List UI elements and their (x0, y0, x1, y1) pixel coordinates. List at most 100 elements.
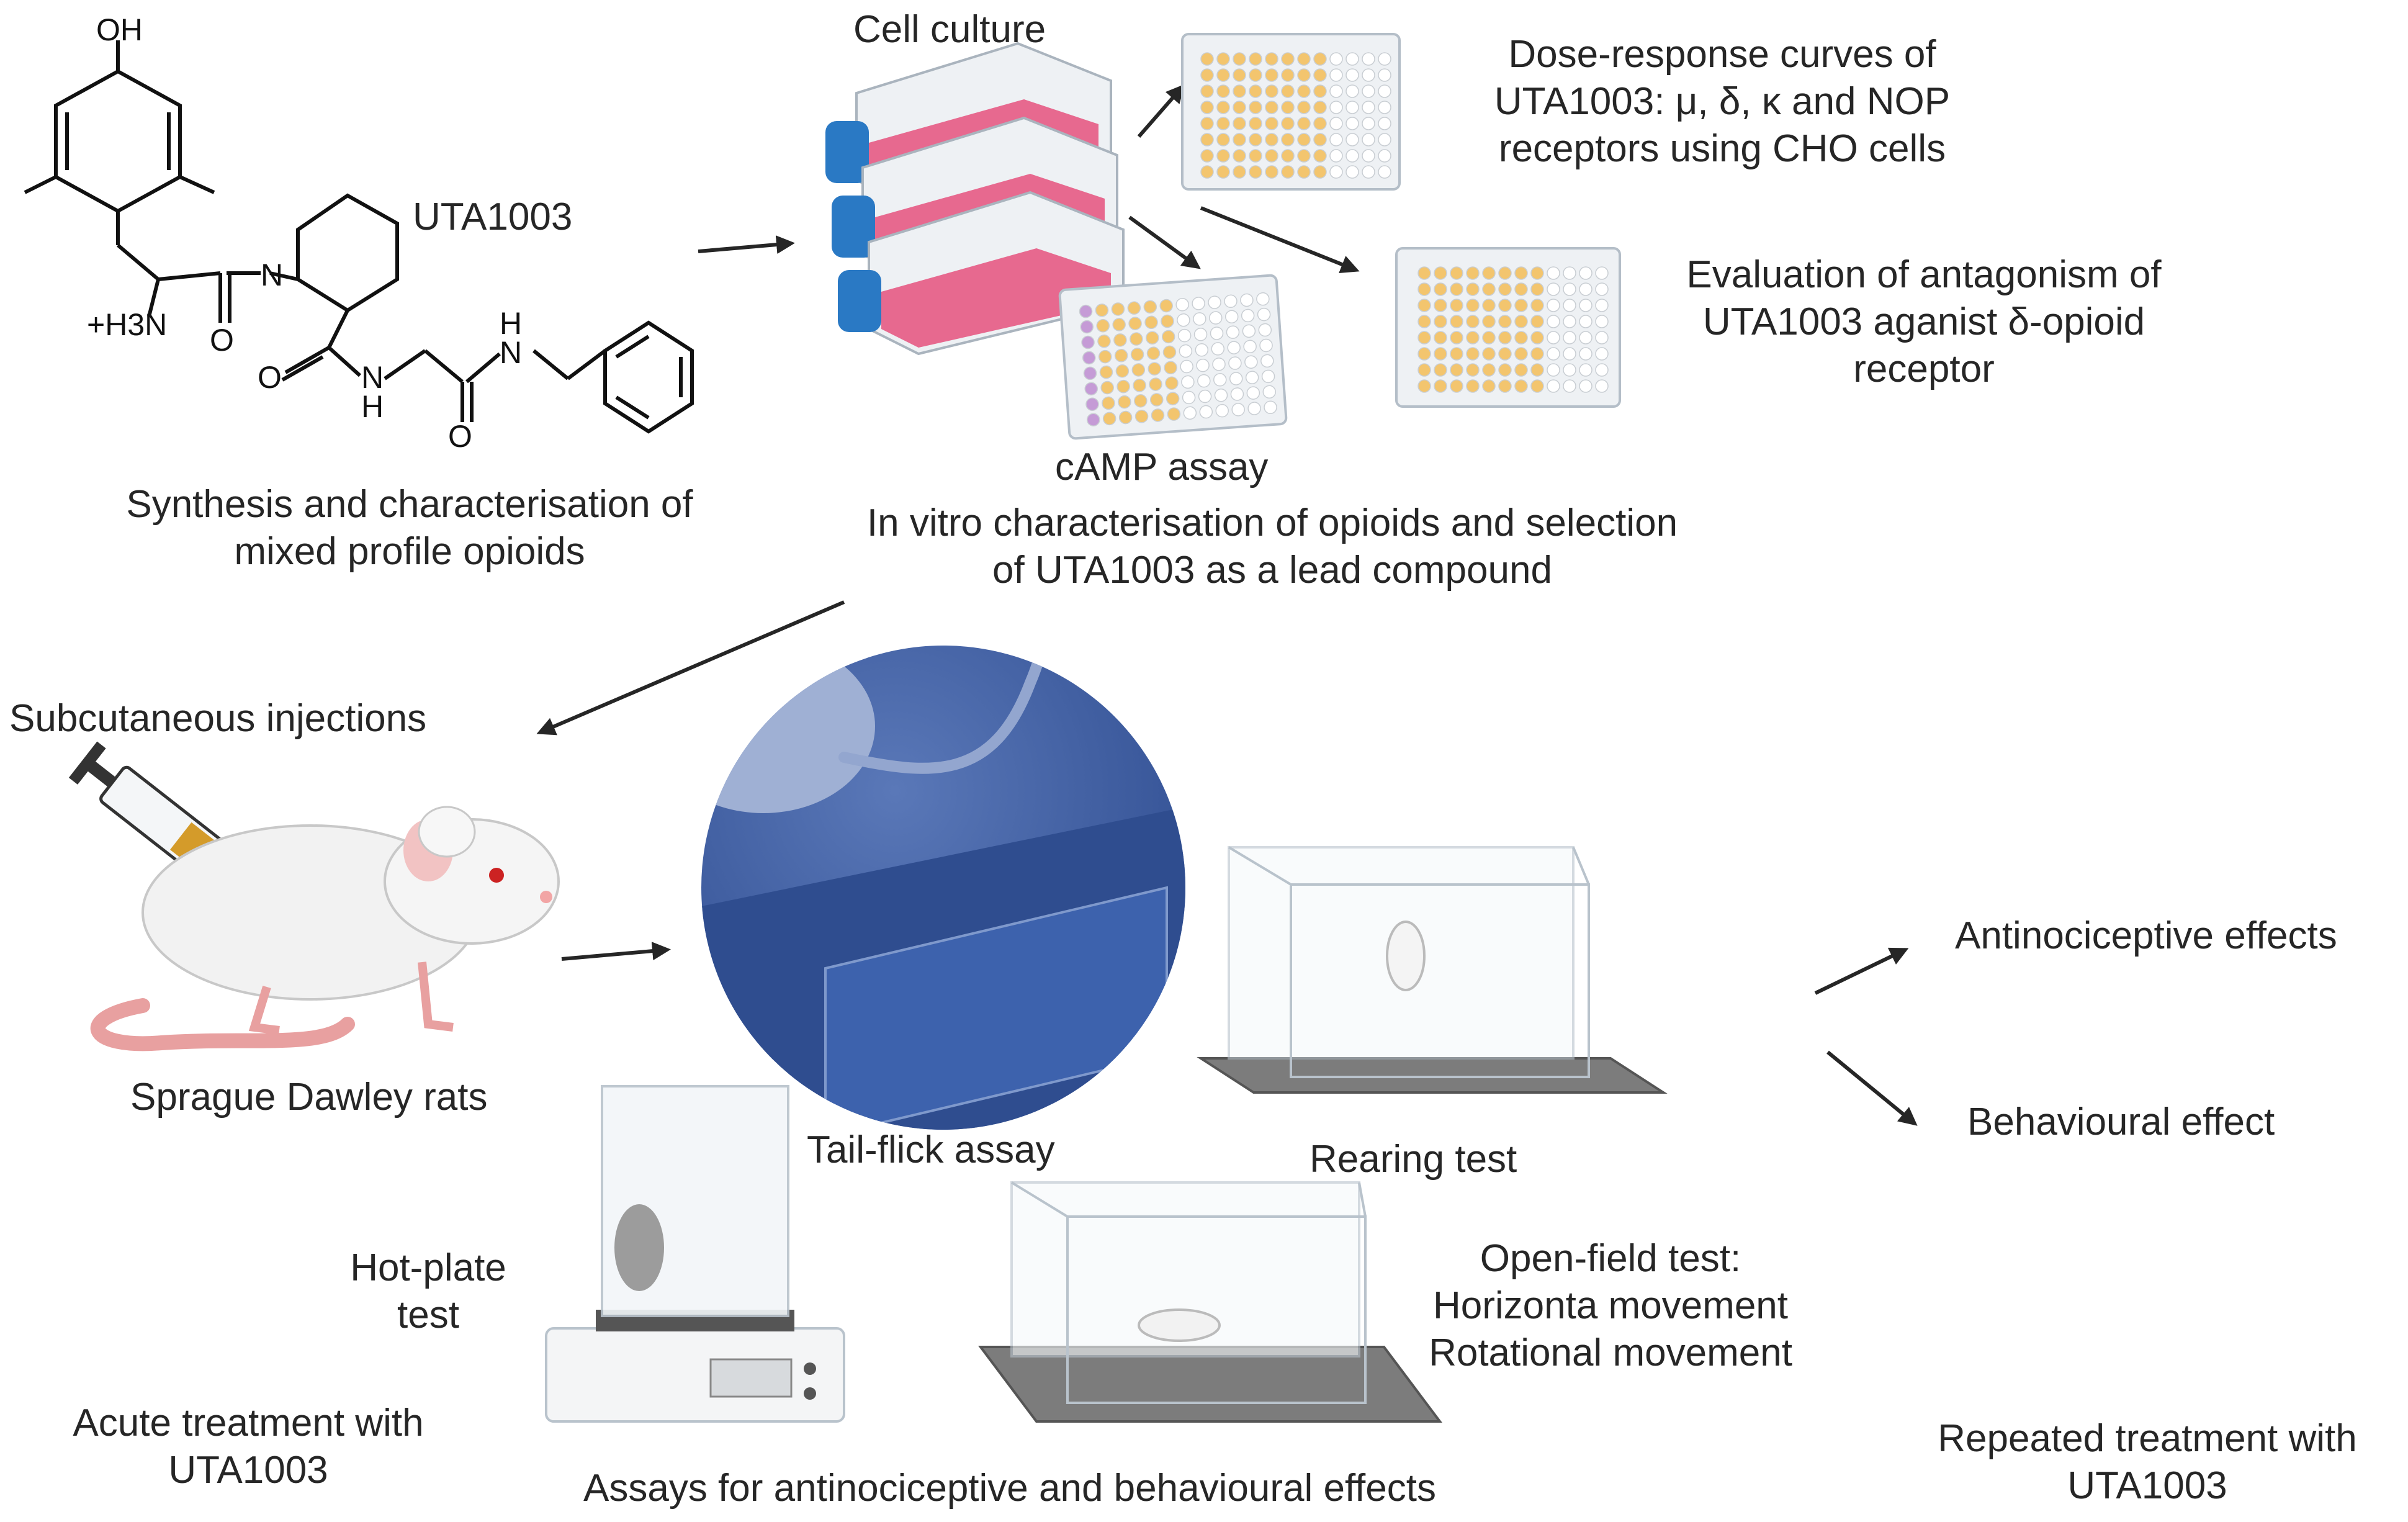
plate-well (1200, 165, 1214, 179)
plate-well (1249, 68, 1262, 82)
arrow-to-assays (561, 942, 671, 961)
plate-well (1233, 149, 1246, 163)
plate-well (1417, 315, 1431, 328)
plate-well (1450, 299, 1463, 312)
plate-well (1111, 302, 1125, 316)
molecule-structure (24, 40, 694, 434)
plate-well (1378, 133, 1391, 146)
plate-well (1249, 84, 1262, 98)
plate-well (1198, 389, 1212, 403)
plate-well (1313, 165, 1327, 179)
plate-well (1148, 362, 1162, 376)
plate-well (1514, 315, 1528, 328)
plate-well (1097, 334, 1111, 348)
plate-well (1346, 52, 1359, 66)
label-in-vitro: In vitro characterisation of opioids and… (866, 502, 1678, 592)
arrow-to-cell-culture (698, 235, 795, 254)
plate-well (1466, 347, 1480, 361)
plate-well (1450, 331, 1463, 344)
plate-well (1329, 52, 1343, 66)
plate-well (1434, 315, 1447, 328)
plate-well (1362, 68, 1375, 82)
plate-well (1514, 299, 1528, 312)
plate-well (1434, 363, 1447, 377)
plate-well (1313, 84, 1327, 98)
plate-well (1127, 301, 1141, 315)
label-acute-treatment: Acute treatment with UTA1003 (73, 1402, 424, 1492)
plate-well (1466, 379, 1480, 393)
label-injections: Subcutaneous injections (9, 697, 427, 740)
plate-well (1197, 374, 1211, 388)
plate-well (1262, 385, 1277, 399)
carbonyl-o3-label: O (448, 419, 472, 454)
plate-well (1118, 410, 1133, 425)
plate-well (1346, 133, 1359, 146)
plate-well (1098, 349, 1112, 364)
plate-well (1260, 354, 1274, 368)
plate-well (1450, 266, 1463, 280)
plate-well (1181, 375, 1195, 389)
plate-well (1112, 318, 1126, 331)
plate-well (1595, 299, 1609, 312)
label-tail-flick: Tail-flick assay (807, 1128, 1055, 1171)
plate-well (1313, 149, 1327, 163)
plate-well (1146, 346, 1161, 360)
plate-well (1246, 386, 1260, 400)
plate-well (1547, 266, 1560, 280)
plate-well (1224, 294, 1238, 308)
plate-well (1498, 315, 1512, 328)
plate-well (1482, 379, 1496, 393)
plate-well (1210, 326, 1224, 340)
plate-well (1281, 101, 1295, 114)
plate-well (1498, 379, 1512, 393)
plate-well (1466, 331, 1480, 344)
label-open-field-title: Open-field test: (1480, 1237, 1741, 1280)
plate-well (1482, 363, 1496, 377)
plate-well (1434, 347, 1447, 361)
plate-well (1199, 405, 1213, 419)
plate-well (1265, 117, 1278, 130)
plate-well (1080, 320, 1094, 334)
plate-well (1579, 331, 1593, 344)
plate-well (1200, 68, 1214, 82)
plate-well (1215, 403, 1229, 418)
plate-well (1417, 347, 1431, 361)
plate-well (1530, 266, 1544, 280)
plate-well (1211, 342, 1225, 356)
plate-well (1595, 282, 1609, 296)
plate-well (1482, 299, 1496, 312)
plate-well (1249, 117, 1262, 130)
plate-well (1530, 363, 1544, 377)
label-rearing: Rearing test (1310, 1138, 1517, 1181)
flow-arrows (536, 84, 1918, 1126)
plate-well (1192, 297, 1205, 310)
plate-well (1498, 282, 1512, 296)
plate-well (1297, 165, 1311, 179)
open-field-box (978, 1181, 1442, 1423)
plate-well (1233, 117, 1246, 130)
plate-well (1498, 299, 1512, 312)
plate-well (1547, 347, 1560, 361)
arrow-to-antagonism (1200, 206, 1360, 274)
plate-well (1362, 149, 1375, 163)
plate-well (1547, 282, 1560, 296)
plate-well (1547, 299, 1560, 312)
plate-well (1249, 101, 1262, 114)
amide-h2-label: H (500, 306, 522, 341)
plate-well (1195, 343, 1209, 357)
plate-well (1346, 165, 1359, 179)
arrow-to-camp (1128, 215, 1201, 269)
plate-well (1209, 311, 1223, 325)
plate-well (1200, 101, 1214, 114)
plate-well (1247, 402, 1261, 415)
plate-well (1579, 315, 1593, 328)
plate-well (1434, 299, 1447, 312)
plate-well (1530, 379, 1544, 393)
plate-well (1096, 318, 1110, 333)
plate-well (1230, 387, 1244, 401)
plate-well (1297, 117, 1311, 130)
plate-well (1114, 349, 1128, 362)
plate-well (1130, 348, 1144, 361)
plate-well (1362, 133, 1375, 146)
plate-well (1417, 299, 1431, 312)
